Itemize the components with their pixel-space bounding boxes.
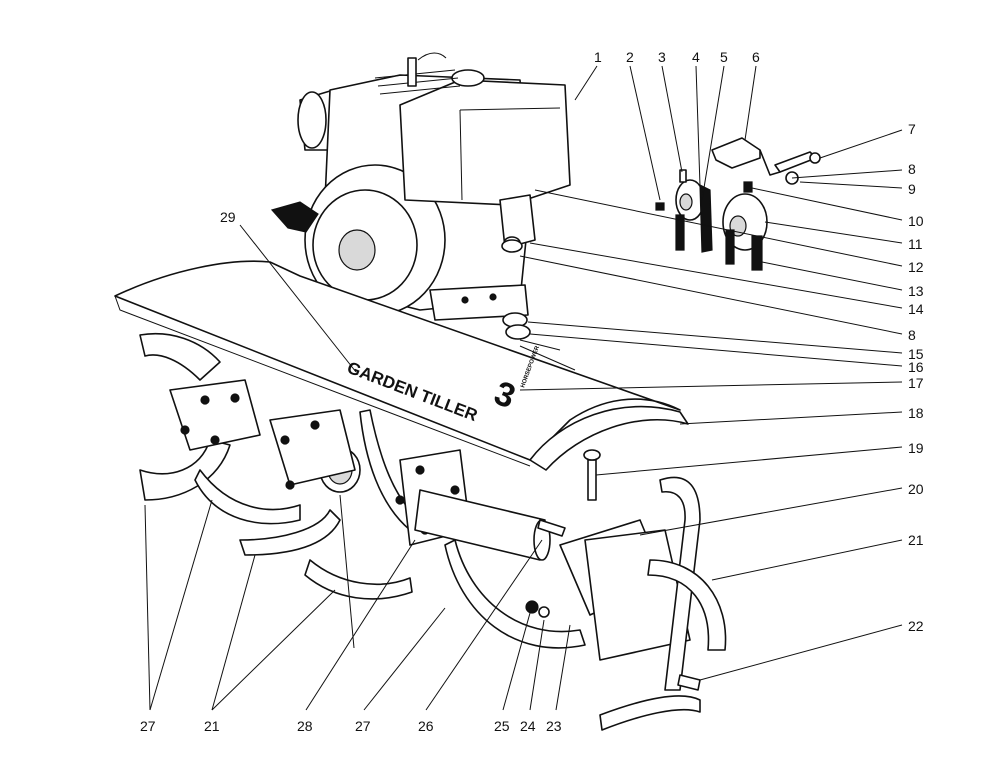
callout-16: 16 (908, 359, 924, 375)
callout-10: 10 (908, 213, 924, 229)
callout-8a: 8 (908, 161, 916, 177)
callout-21a: 21 (908, 532, 924, 548)
callout-1: 1 (594, 49, 602, 65)
callout-18: 18 (908, 405, 924, 421)
callout-20: 20 (908, 481, 924, 497)
callout-17: 17 (908, 375, 924, 391)
callout-14: 14 (908, 301, 924, 317)
callout-12: 12 (908, 259, 924, 275)
callout-numbers: 1 2 3 4 5 6 7 8 9 10 11 12 13 14 8 15 16… (140, 49, 924, 734)
callout-9: 9 (908, 181, 916, 197)
engine-assembly (270, 52, 571, 321)
callout-29: 29 (220, 209, 236, 225)
callout-7: 7 (908, 121, 916, 137)
callout-5: 5 (720, 49, 728, 65)
callout-27b: 27 (355, 718, 371, 734)
callout-15: 15 (908, 346, 924, 362)
callout-22: 22 (908, 618, 924, 634)
callout-24: 24 (520, 718, 536, 734)
callout-8b: 8 (908, 327, 916, 343)
spacers-stack (501, 239, 576, 371)
callout-19: 19 (908, 440, 924, 456)
callout-27a: 27 (140, 718, 156, 734)
belt-drive-parts (655, 137, 821, 271)
callout-4: 4 (692, 49, 700, 65)
callout-3: 3 (658, 49, 666, 65)
callout-28: 28 (297, 718, 313, 734)
callout-26: 26 (418, 718, 434, 734)
callout-13: 13 (908, 283, 924, 299)
callout-2: 2 (626, 49, 634, 65)
callout-25: 25 (494, 718, 510, 734)
callout-11: 11 (908, 236, 923, 252)
tine-assembly (139, 332, 727, 731)
callout-6: 6 (752, 49, 760, 65)
callout-21b: 21 (204, 718, 220, 734)
callout-23: 23 (546, 718, 562, 734)
leader-lines (144, 65, 903, 711)
